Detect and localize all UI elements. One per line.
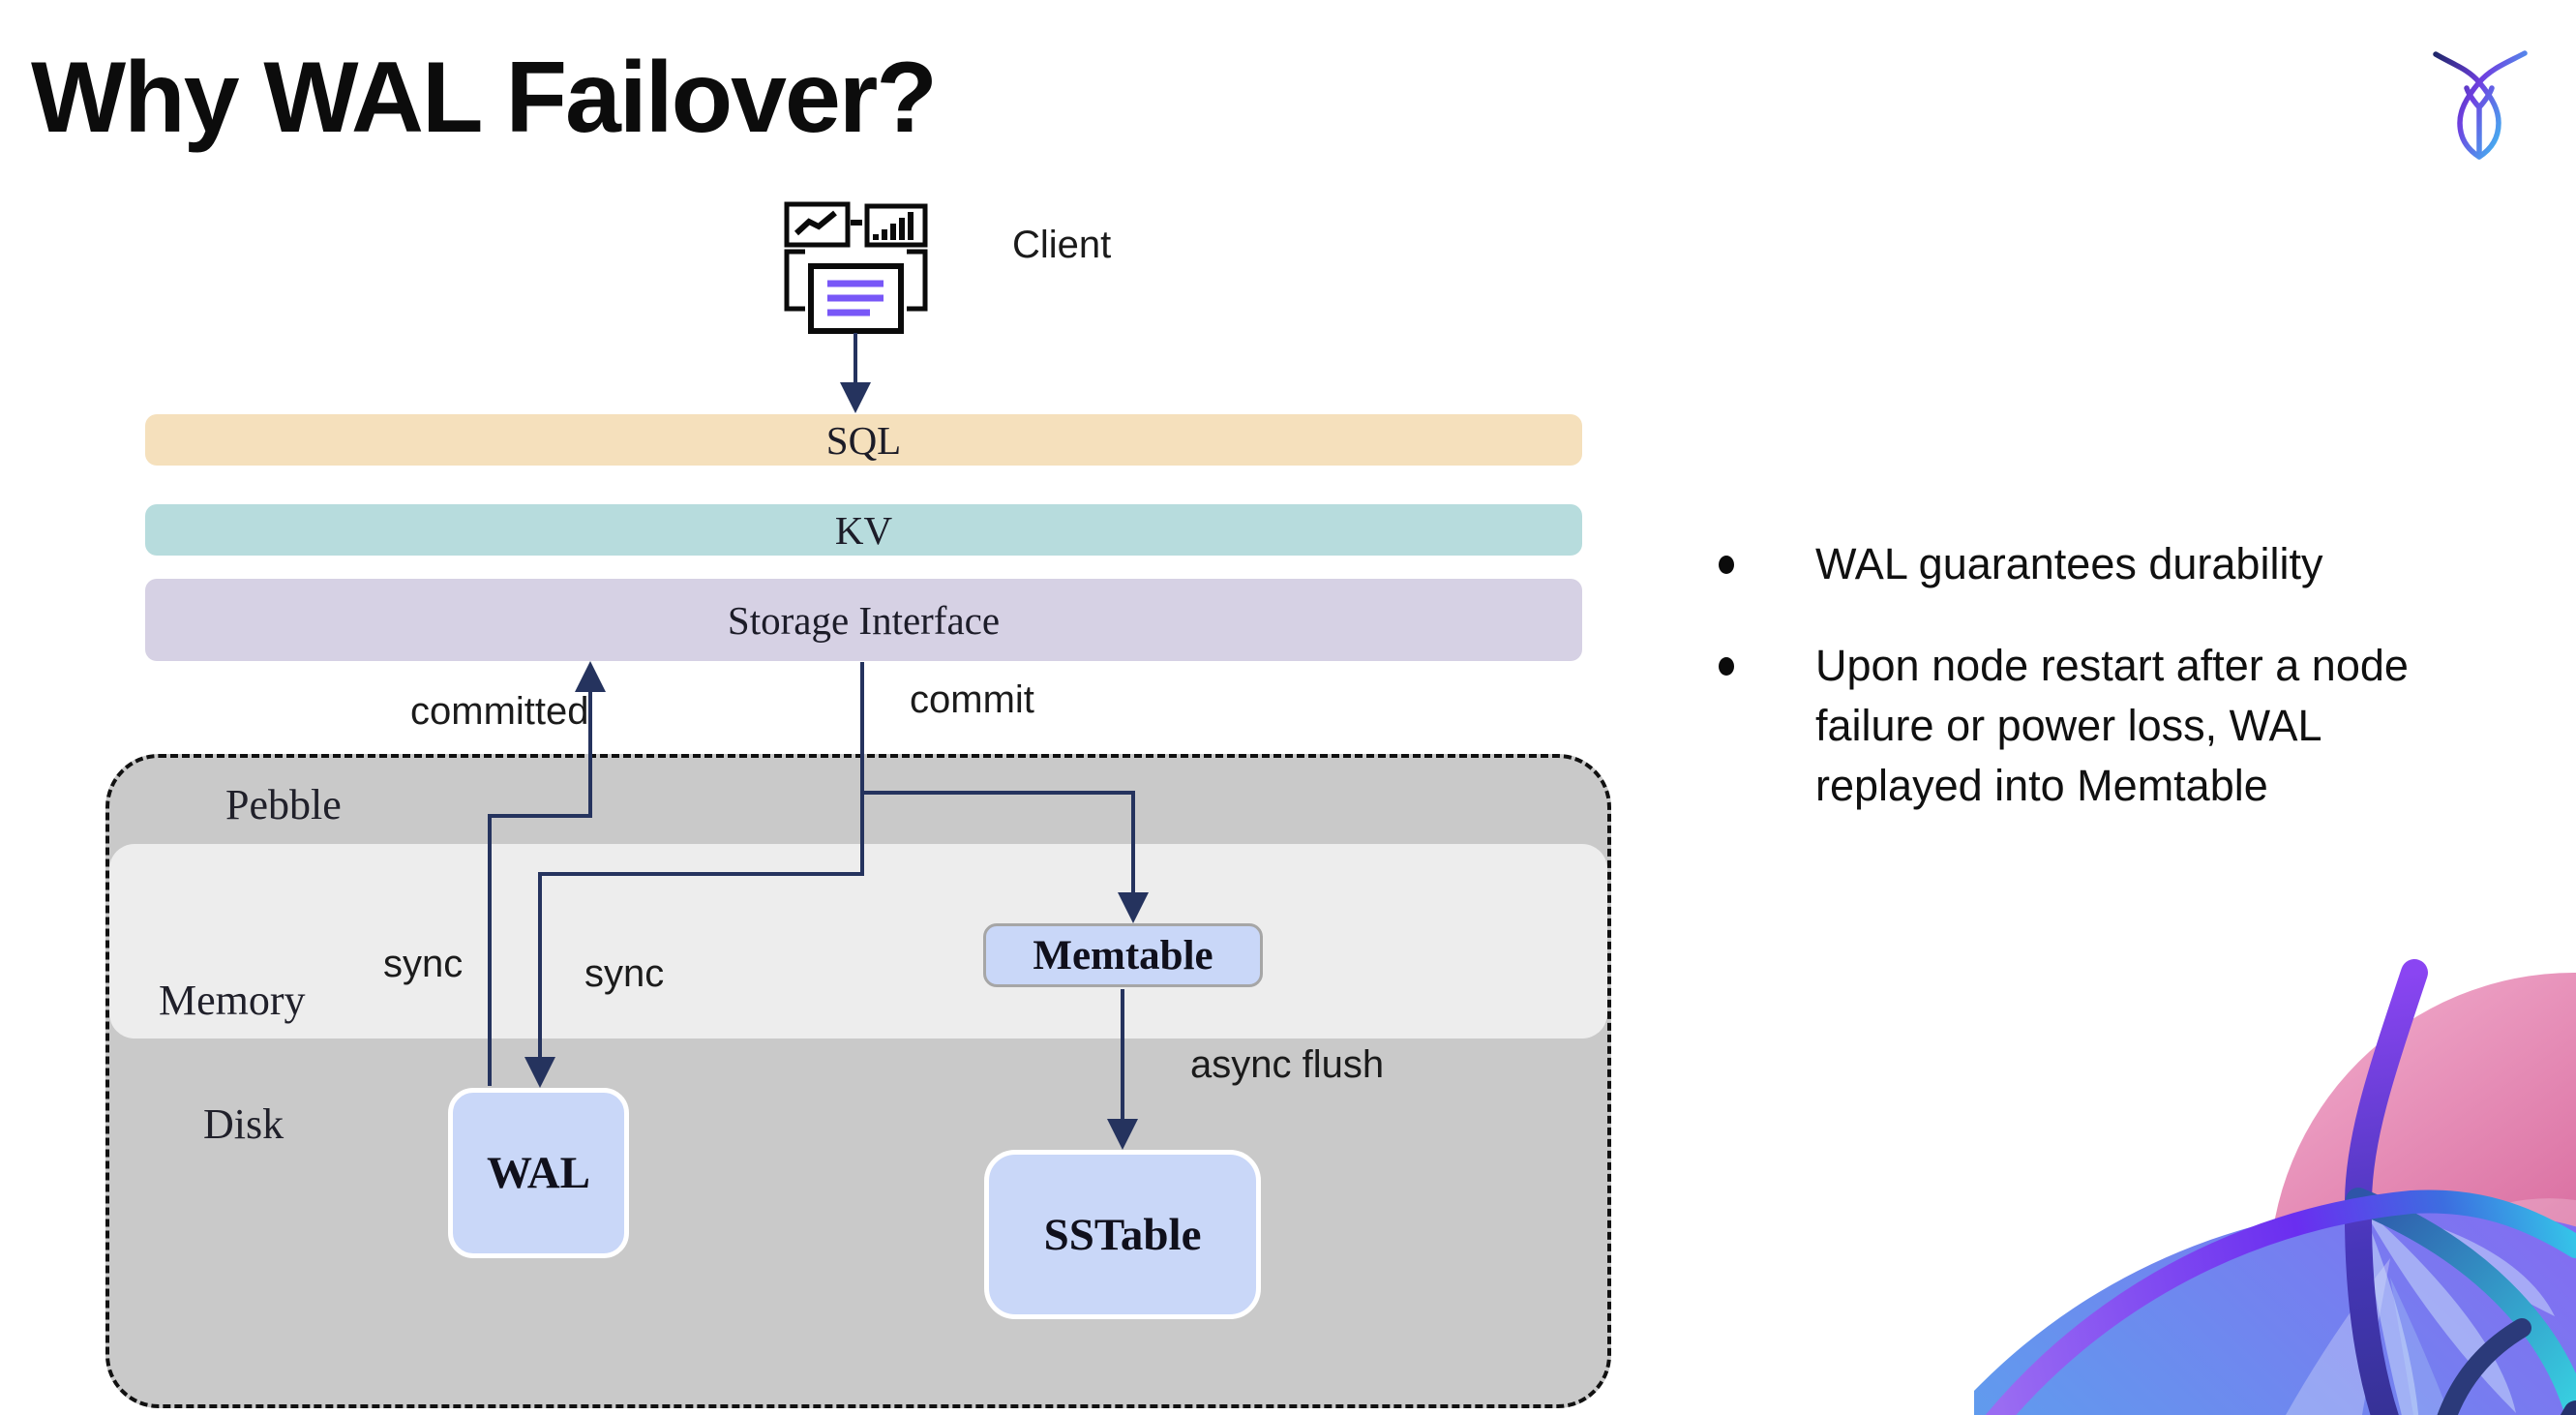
memory-band [109,844,1607,1039]
node-memtable: Memtable [983,923,1263,987]
edge-label-commit: commit [910,678,1034,721]
line-chart-icon [784,201,851,248]
layer-kv-label: KV [834,507,893,553]
client-label: Client [1012,224,1112,266]
layer-storage-interface-label: Storage Interface [727,597,1001,643]
node-sstable-label: SSTable [1043,1209,1202,1260]
bullet-list: WAL guarantees durability Upon node rest… [1711,534,2485,816]
edge-label-sync-right: sync [584,952,665,995]
bullet-item: Upon node restart after a node failure o… [1711,636,2485,816]
disk-label: Disk [203,1100,285,1148]
pebble-label: Pebble [225,781,342,828]
layer-kv: KV [145,504,1582,556]
node-sstable: SSTable [984,1150,1261,1319]
cockroachdb-logo-icon [2433,50,2528,160]
layer-sql: SQL [145,414,1582,466]
cockroachdb-brand-graphic [1974,959,2576,1415]
dash-connector [851,220,862,226]
bullet-text: Upon node restart after a node failure o… [1815,641,2409,810]
bullet-item: WAL guarantees durability [1711,534,2485,594]
bullet-dot-icon [1719,556,1734,574]
node-wal: WAL [448,1088,629,1258]
document-text-lines [827,280,884,316]
bracket-left-icon [784,249,805,312]
edge-label-async-flush: async flush [1190,1043,1385,1086]
layer-sql-label: SQL [825,417,902,463]
bracket-right-icon [907,249,928,312]
bullet-dot-icon [1719,657,1734,676]
bar-chart-icon [864,203,928,248]
node-wal-label: WAL [486,1148,591,1198]
layer-storage-interface: Storage Interface [145,579,1582,661]
edge-label-sync-left: sync [383,943,464,985]
bar-chart-bars [851,212,914,240]
node-memtable-label: Memtable [1033,932,1213,978]
edge-label-committed: committed [410,690,589,733]
page-title: Why WAL Failover? [31,42,938,154]
memory-label: Memory [159,977,306,1024]
bullet-text: WAL guarantees durability [1815,539,2323,588]
client-icon [784,201,928,334]
